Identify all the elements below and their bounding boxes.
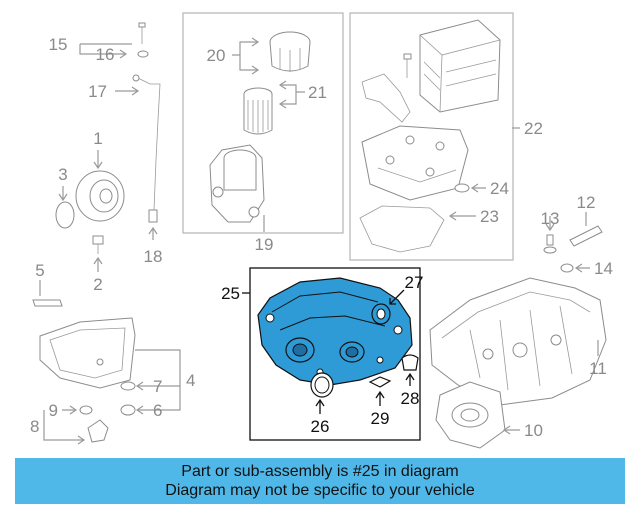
callout-25: 25 [221,284,240,303]
callout-16: 16 [96,45,115,64]
callout-3: 3 [58,165,67,184]
callout-27: 27 [405,273,424,292]
engine-block-11[interactable] [429,277,607,406]
filter-element-21[interactable] [243,87,273,135]
callout-1: 1 [93,129,102,148]
sensor-8[interactable] [87,419,109,443]
part-29[interactable] [368,376,392,388]
part-28[interactable] [401,354,419,371]
dipstick-tube-18[interactable] [148,209,158,223]
washer-16[interactable] [137,50,149,58]
bolt-22[interactable] [403,53,412,78]
callout-21: 21 [308,83,327,102]
part-12[interactable] [569,225,603,247]
part-6[interactable] [120,404,136,416]
callout-8: 8 [30,417,39,436]
banner-line-2: Diagram may not be specific to your vehi… [165,482,475,499]
seal-14[interactable] [560,263,574,273]
callout-13: 13 [541,209,560,228]
callout-11: 11 [589,359,607,378]
bolt-2[interactable] [92,235,104,254]
callout-17: 17 [88,82,107,101]
gasket-27[interactable] [371,303,391,325]
bolt-15[interactable] [138,22,146,44]
gasket-23[interactable] [359,205,445,253]
gasket-22[interactable] [361,73,411,123]
callout-22: 22 [524,119,543,138]
seal-9[interactable] [79,405,93,415]
callout-23: 23 [480,207,499,226]
filter-cap-20[interactable] [269,31,311,72]
callout-12: 12 [577,193,596,212]
callout-24: 24 [490,179,509,198]
parts-diagram: 15 16 17 1 3 18 2 5 4 7 6 9 8 20 21 19 2… [30,12,613,449]
callout-20: 20 [207,46,226,65]
callout-15: 15 [49,35,68,54]
callout-6: 6 [153,401,162,420]
o-ring-24[interactable] [454,183,470,193]
part-7[interactable] [120,381,136,391]
callout-7: 7 [153,377,162,396]
oil-filter-group-box [182,12,344,234]
callout-29: 29 [371,409,390,428]
intake-manifold-25[interactable] [257,277,413,386]
o-ring-3[interactable] [55,201,75,229]
pulley-1[interactable] [75,170,125,222]
callout-9: 9 [49,401,58,420]
callout-28: 28 [401,389,420,408]
callout-5: 5 [35,261,44,280]
banner-line-1: Part or sub-assembly is #25 in diagram [181,463,459,480]
callout-26: 26 [311,417,330,436]
cooler-housing-22[interactable] [361,125,469,201]
callout-10: 10 [524,421,543,440]
gasket-26[interactable] [310,372,334,398]
dipstick-17[interactable] [132,74,161,211]
part-13[interactable] [543,234,557,254]
callout-4: 4 [186,371,195,390]
oil-cooler-group-box [349,12,514,261]
highlighted-group-box [249,267,421,441]
cover-10[interactable] [435,381,506,449]
callout-18: 18 [144,247,163,266]
filter-housing-19[interactable] [209,144,265,223]
callout-19: 19 [255,235,274,254]
info-banner: Part or sub-assembly is #25 in diagram D… [15,458,625,504]
callout-2: 2 [93,275,102,294]
oil-cooler-22[interactable] [419,19,501,113]
oil-pan-4[interactable] [39,317,136,389]
part-5[interactable] [32,299,63,307]
callout-14: 14 [594,259,613,278]
